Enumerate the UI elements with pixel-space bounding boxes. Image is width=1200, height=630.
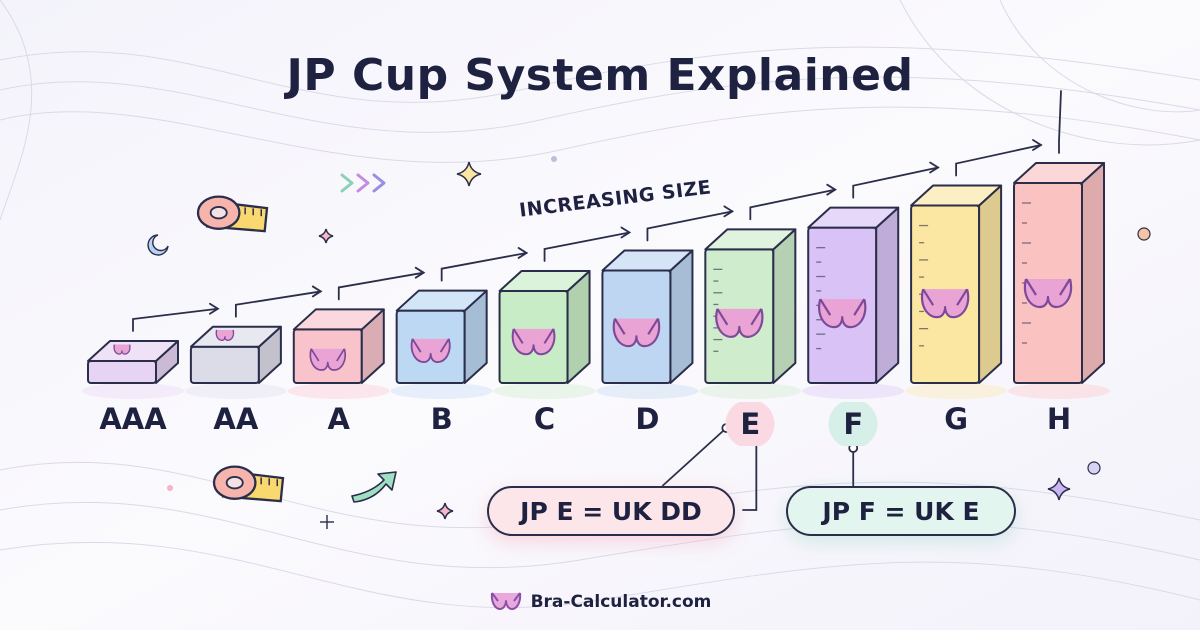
arrow-head (929, 161, 940, 174)
step-arrow (234, 290, 322, 318)
bra-icon (215, 329, 235, 341)
dot (1137, 227, 1151, 241)
conversion-pill-f: JP F = UK E (786, 486, 1016, 536)
chevron-arrows-icon (340, 173, 386, 193)
step-arrow (646, 210, 734, 242)
cup-label-e: E (700, 402, 801, 446)
moon-icon (147, 234, 169, 256)
bra-icon (715, 308, 764, 338)
brand-footer: Bra-Calculator.com (0, 590, 1200, 614)
dot (1087, 461, 1101, 475)
curved-arrow-icon (351, 471, 397, 503)
arrow-head (620, 226, 632, 239)
cup-box-e (699, 228, 802, 399)
arrow-head (208, 302, 220, 315)
dot (167, 485, 173, 491)
arrow-head (414, 266, 426, 279)
bra-icon (490, 592, 521, 610)
cup-box-h (1008, 162, 1110, 399)
cup-box-d (596, 249, 699, 399)
sparkle-icon (318, 228, 334, 244)
bra-icon (1023, 278, 1073, 309)
bra-icon (309, 348, 346, 371)
measuring-tape-icon (196, 195, 269, 233)
arrow-head (826, 183, 837, 196)
conversion-pill-e: JP E = UK DD (487, 486, 735, 536)
cup-box-f (802, 206, 905, 399)
bra-icon (511, 328, 556, 356)
step-arrow (749, 188, 837, 221)
sparkle-icon (436, 502, 454, 520)
cup-box-aaa (82, 340, 184, 399)
cup-box-b (390, 289, 493, 399)
cup-label-aaa: AAA (99, 402, 167, 436)
step-arrow (852, 166, 940, 199)
arrow-head (517, 247, 529, 259)
conversion-text-f: JP F = UK E (822, 496, 980, 526)
trend-label: INCREASING SIZE (518, 176, 712, 221)
bra-icon (921, 288, 970, 319)
arrow-head (311, 285, 323, 298)
arrow-head (1032, 139, 1043, 151)
bra-icon (612, 318, 661, 348)
sparkle-icon (1047, 477, 1071, 501)
crosshair-icon (320, 515, 334, 529)
brand-name: Bra-Calculator.com (530, 592, 712, 612)
step-arrows (132, 90, 1062, 332)
leader-line-e2 (742, 446, 758, 511)
bra-icon (113, 344, 131, 355)
cup-label-f: F (803, 402, 904, 446)
cup-label-g: G (944, 402, 969, 436)
cup-label-a: A (327, 402, 350, 436)
sparkle-icon (456, 161, 482, 187)
step-arrow (543, 231, 631, 262)
cup-box-aa (184, 325, 287, 399)
cup-box-a (287, 308, 390, 399)
bra-icon (410, 338, 451, 363)
step-arrow (440, 252, 528, 282)
cup-box-g (905, 184, 1008, 399)
cup-box-c (493, 269, 596, 399)
cup-label-d: D (635, 402, 660, 436)
dot (551, 156, 557, 162)
step-arrow (337, 271, 425, 301)
step-arrow (955, 144, 1042, 177)
cup-label-aa: AA (213, 402, 259, 436)
conversion-text-e: JP E = UK DD (520, 496, 702, 526)
arrow-head (723, 205, 735, 218)
page-title: JP Cup System Explained (286, 50, 914, 101)
cup-label-c: C (533, 402, 556, 436)
measuring-tape-icon (212, 465, 285, 503)
cup-label-h: H (1046, 402, 1072, 436)
step-arrow (132, 307, 219, 332)
bra-icon (818, 298, 867, 329)
cup-label-b: B (430, 402, 453, 436)
